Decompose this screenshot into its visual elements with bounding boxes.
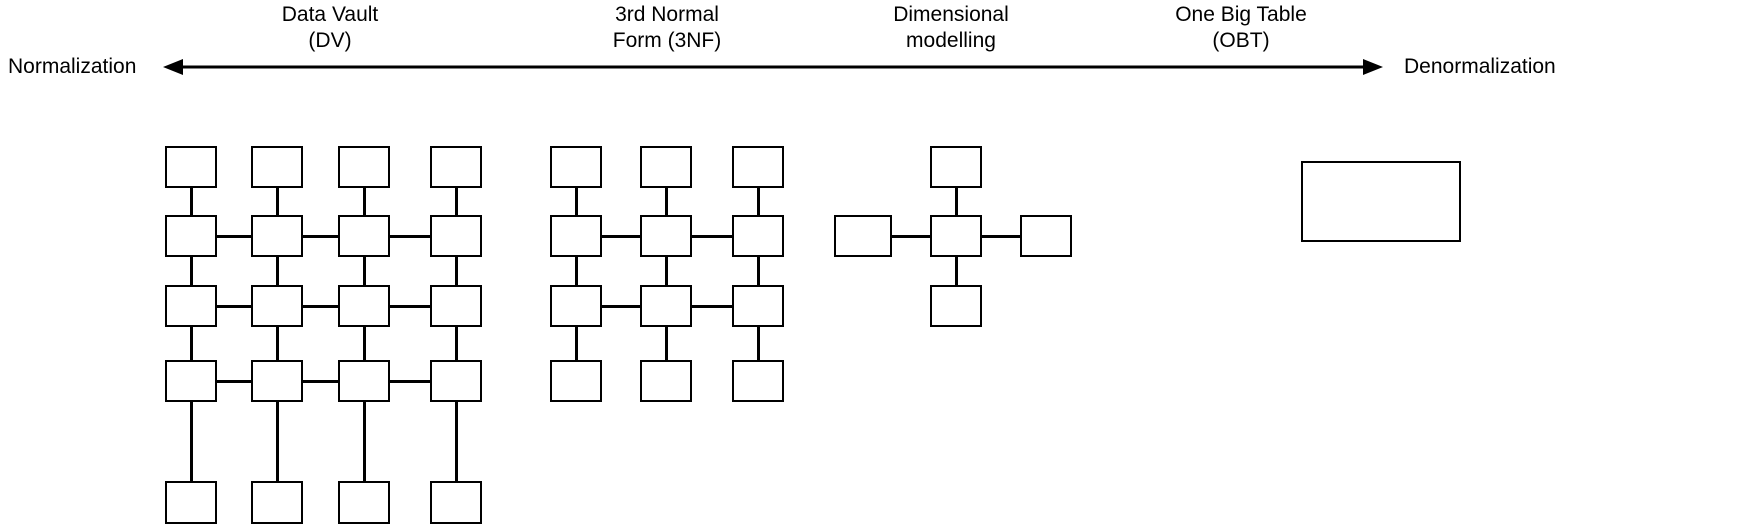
stage-label-line1: Data Vault [281,3,379,26]
data-vault-horizontal-connector [390,380,431,383]
data-vault-vertical-connector [276,327,279,361]
data-vault-table-box[interactable] [430,146,482,188]
data-vault-table-box[interactable] [430,215,482,257]
data-vault-table-box[interactable] [338,481,390,524]
stage-label-dimensional-modelling: Dimensional modelling [893,2,1009,54]
third-normal-form-horizontal-connector [692,305,733,308]
third-normal-form-table-box[interactable] [640,146,692,188]
axis-label-denormalization: Denormalization [1404,55,1556,78]
dimensional-modelling-table-box-center[interactable] [930,215,982,257]
dimensional-modelling-table-box-bottom[interactable] [930,285,982,327]
third-normal-form-table-box[interactable] [732,146,784,188]
third-normal-form-table-box[interactable] [640,215,692,257]
stage-label-line1: Dimensional [893,3,1009,26]
data-vault-vertical-connector [455,257,458,286]
data-vault-table-box[interactable] [338,285,390,327]
third-normal-form-vertical-connector [575,188,578,216]
data-vault-vertical-connector [455,327,458,361]
data-vault-horizontal-connector [217,380,252,383]
third-normal-form-table-box[interactable] [640,285,692,327]
data-vault-vertical-connector [276,188,279,216]
data-vault-vertical-connector [190,257,193,286]
data-vault-horizontal-connector [390,305,431,308]
data-vault-vertical-connector [363,257,366,286]
data-vault-table-box[interactable] [430,285,482,327]
stage-label-line2: (DV) [308,29,352,52]
data-vault-horizontal-connector [217,305,252,308]
data-vault-vertical-connector [363,327,366,361]
data-vault-table-box[interactable] [165,360,217,402]
third-normal-form-table-box[interactable] [640,360,692,402]
one-big-table-table-box[interactable] [1301,161,1461,242]
arrow-head-right [1363,59,1383,75]
dimensional-modelling-table-box-top[interactable] [930,146,982,188]
stage-label-data-vault: Data Vault (DV) [282,2,379,54]
data-vault-vertical-connector [455,402,458,482]
third-normal-form-horizontal-connector [692,235,733,238]
data-vault-vertical-connector [455,188,458,216]
third-normal-form-horizontal-connector [602,235,641,238]
data-vault-table-box[interactable] [338,215,390,257]
third-normal-form-vertical-connector [757,327,760,361]
data-vault-vertical-connector [190,188,193,216]
third-normal-form-vertical-connector [665,257,668,286]
third-normal-form-horizontal-connector [602,305,641,308]
data-vault-vertical-connector [363,188,366,216]
dimensional-modelling-table-box-left[interactable] [834,215,892,257]
data-vault-table-box[interactable] [165,481,217,524]
data-vault-horizontal-connector [303,380,339,383]
data-vault-table-box[interactable] [165,146,217,188]
third-normal-form-table-box[interactable] [732,215,784,257]
dimensional-modelling-vertical-connector [955,188,958,216]
data-vault-table-box[interactable] [251,360,303,402]
third-normal-form-table-box[interactable] [732,285,784,327]
third-normal-form-table-box[interactable] [550,360,602,402]
data-vault-table-box[interactable] [165,285,217,327]
third-normal-form-vertical-connector [575,327,578,361]
data-vault-vertical-connector [276,402,279,482]
third-normal-form-table-box[interactable] [550,285,602,327]
stage-label-one-big-table: One Big Table (OBT) [1175,2,1307,54]
third-normal-form-vertical-connector [665,188,668,216]
dimensional-modelling-horizontal-connector [982,235,1021,238]
data-vault-table-box[interactable] [430,481,482,524]
data-vault-horizontal-connector [303,305,339,308]
third-normal-form-vertical-connector [757,257,760,286]
data-vault-table-box[interactable] [430,360,482,402]
dimensional-modelling-vertical-connector [955,257,958,286]
data-vault-vertical-connector [276,257,279,286]
data-vault-table-box[interactable] [165,215,217,257]
dimensional-modelling-horizontal-connector [892,235,931,238]
arrow-head-left [163,59,183,75]
stage-label-line2: (OBT) [1212,29,1270,52]
data-vault-table-box[interactable] [251,481,303,524]
data-vault-table-box[interactable] [251,285,303,327]
data-vault-table-box[interactable] [251,146,303,188]
data-vault-horizontal-connector [217,235,252,238]
third-normal-form-table-box[interactable] [550,215,602,257]
stage-label-line1: 3rd Normal [615,3,719,26]
third-normal-form-vertical-connector [575,257,578,286]
dimensional-modelling-table-box-right[interactable] [1020,215,1072,257]
data-vault-table-box[interactable] [338,146,390,188]
data-vault-table-box[interactable] [338,360,390,402]
data-vault-vertical-connector [190,327,193,361]
stage-label-line1: One Big Table [1175,3,1307,26]
data-vault-horizontal-connector [303,235,339,238]
third-normal-form-table-box[interactable] [550,146,602,188]
third-normal-form-vertical-connector [757,188,760,216]
data-vault-table-box[interactable] [251,215,303,257]
stage-label-line2: Form (3NF) [612,29,722,52]
stage-label-line2: modelling [906,29,996,52]
stage-label-3nf: 3rd Normal Form (3NF) [613,2,722,54]
third-normal-form-table-box[interactable] [732,360,784,402]
data-vault-vertical-connector [363,402,366,482]
data-vault-horizontal-connector [390,235,431,238]
third-normal-form-vertical-connector [665,327,668,361]
axis-label-normalization: Normalization [8,55,137,78]
axis-arrow-group [163,59,1383,75]
data-vault-vertical-connector [190,402,193,482]
